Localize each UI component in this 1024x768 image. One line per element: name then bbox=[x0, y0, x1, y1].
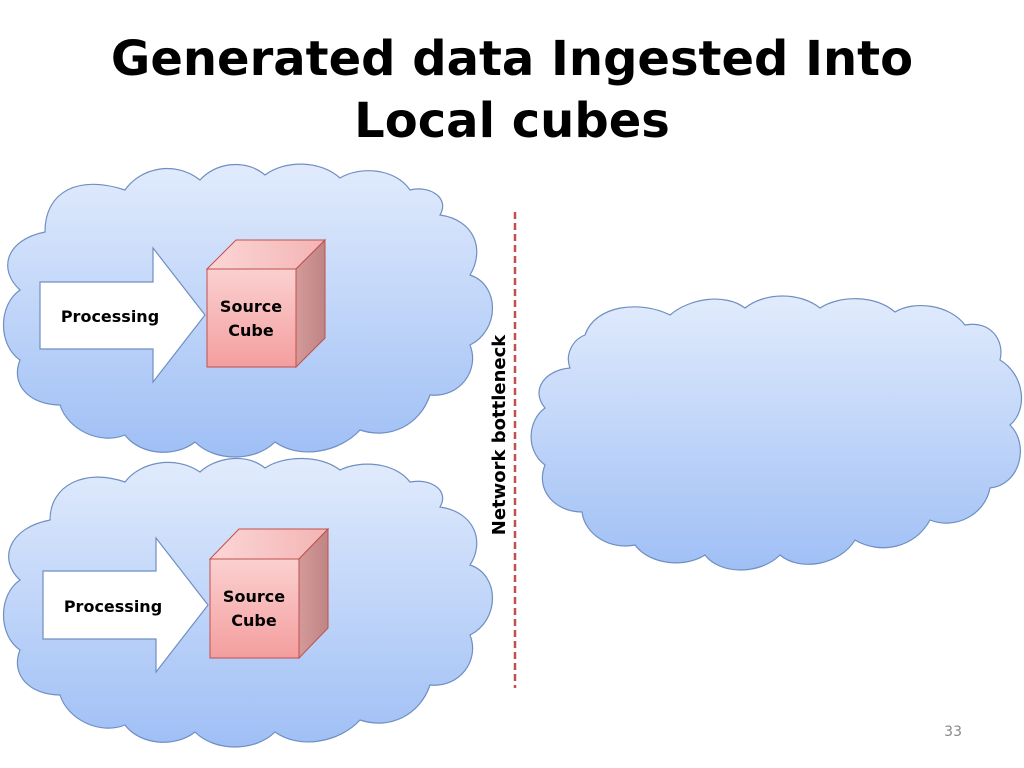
processing-label-bottom: Processing bbox=[64, 597, 162, 616]
source-cube-top-line1: Source bbox=[220, 297, 282, 316]
source-cube-top: Source Cube bbox=[205, 238, 327, 369]
source-cube-bottom-line1: Source bbox=[223, 587, 285, 606]
source-cube-bottom: Source Cube bbox=[208, 527, 330, 660]
processing-arrow-bottom: Processing bbox=[42, 536, 209, 674]
processing-arrow-top: Processing bbox=[39, 246, 206, 384]
title-line-2: Local cubes bbox=[354, 93, 670, 149]
slide-title: Generated data Ingested Into Local cubes bbox=[0, 28, 1024, 152]
processing-label-top: Processing bbox=[61, 307, 159, 326]
title-line-1: Generated data Ingested Into bbox=[110, 31, 914, 87]
slide-page-number: 33 bbox=[944, 724, 962, 740]
source-cube-bottom-line2: Cube bbox=[231, 611, 277, 630]
source-cube-top-line2: Cube bbox=[228, 321, 274, 340]
network-bottleneck-label: Network bottleneck bbox=[489, 334, 510, 536]
cloud-central bbox=[530, 295, 1023, 571]
